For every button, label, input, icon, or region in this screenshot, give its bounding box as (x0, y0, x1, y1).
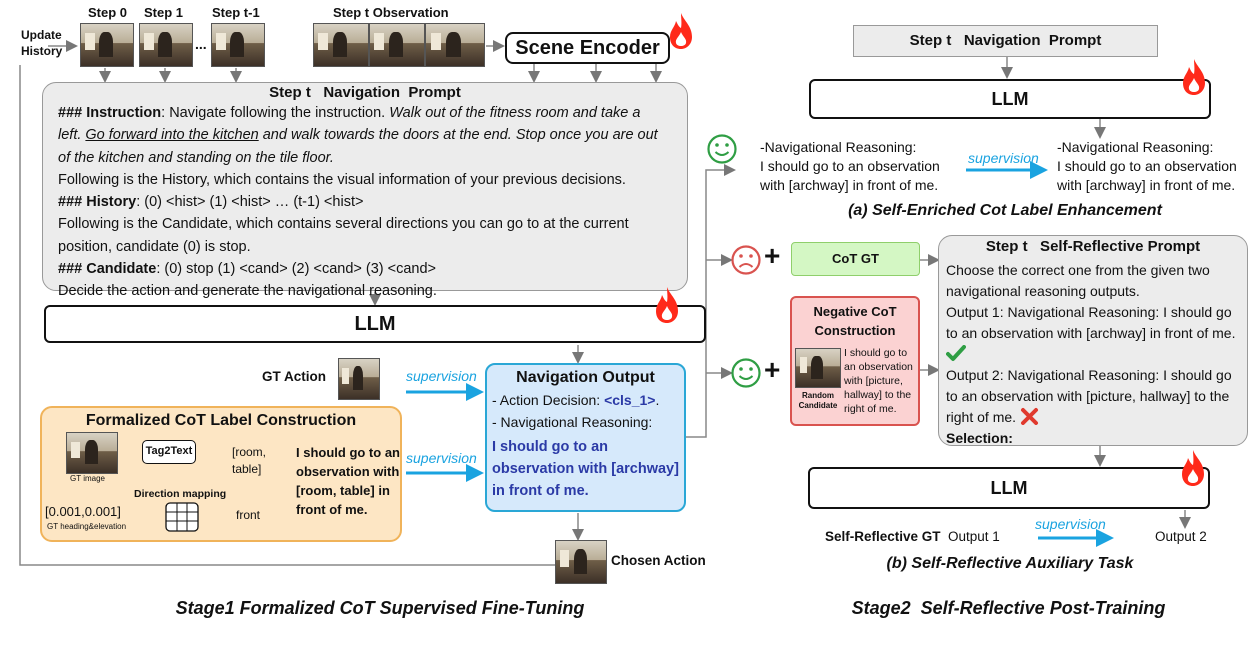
cross-icon (1020, 408, 1038, 425)
stage1-caption: Stage1 Formalized CoT Supervised Fine-Tu… (175, 598, 585, 618)
sad-icon (731, 245, 761, 275)
supervision-label-4: supervision (1035, 516, 1106, 532)
action-decision-line: - Action Decision: <cls_1>. (492, 392, 659, 408)
formalized-cot-output: I should go to an observation with [room… (296, 445, 400, 517)
left-navigational-reasoning: -Navigational Reasoning: I should go to … (760, 139, 940, 193)
candidate-body: : (0) stop (1) <cand> (2) <cand> (3) <ca… (156, 261, 437, 278)
smile-icon (731, 358, 761, 388)
candidate-intro-1: Following is the Candidate, which contai… (58, 216, 629, 233)
random-candidate-label: Random Candidate (798, 391, 838, 410)
action-decision-value: <cls_1> (604, 392, 656, 408)
action-decision-label: - Action Decision: (492, 392, 605, 408)
fire-icon (656, 287, 678, 323)
instruction-text-b: Walk out of the fitness room and take a (389, 105, 641, 121)
fire-icon (670, 13, 692, 49)
formalized-cot-box (40, 406, 402, 542)
supervision-label-2: supervision (406, 450, 477, 466)
history-body: : (0) <hist> (1) <hist> … (t-1) <hist> (136, 194, 364, 211)
sr-intro: Choose the correct one from the given tw… (946, 262, 1210, 299)
chosen-action-image (555, 540, 607, 584)
llm-box-stage1: LLM (44, 305, 706, 343)
llm-box-stage2-top: LLM (809, 79, 1211, 119)
negative-cot-title: Negative CoT Construction (813, 304, 897, 338)
front-label: front (236, 508, 261, 522)
formalized-cot-title: Formalized CoT Label Construction (85, 412, 357, 429)
step-0-image (80, 23, 134, 67)
navigational-reasoning-label: - Navigational Reasoning: (492, 414, 653, 430)
tag2text-box: Tag2Text (142, 440, 196, 464)
step-1-label: Step 1 (144, 5, 184, 20)
self-reflective-prompt-box (938, 235, 1248, 446)
gt-action-image (338, 358, 380, 400)
chosen-action-label: Chosen Action (611, 553, 706, 568)
candidate-intro-2: position, candidate (0) is stop. (58, 238, 251, 255)
ellipsis: ... (195, 36, 207, 52)
smile-icon (707, 134, 737, 164)
navigation-prompt-box (42, 82, 688, 291)
check-icon (946, 345, 966, 361)
self-reflective-gt-label: Self-Reflective GT (825, 529, 941, 544)
navigation-prompt-text: ### Instruction: Navigate following the … (58, 102, 683, 303)
sr-output-1: Output 1: Navigational Reasoning: I shou… (946, 304, 1236, 341)
direction-mapping-label: Direction mapping (134, 488, 227, 500)
gt-image (66, 432, 118, 474)
gt-heading-label: GT heading&elevation (47, 522, 127, 531)
plus-sign-1: + (764, 240, 781, 271)
observation-image-1 (313, 23, 369, 67)
step-t-1-image (211, 23, 265, 67)
step-t-observation-label: Step t Observation (333, 5, 449, 20)
direction-grid-icon (165, 502, 199, 532)
plus-sign-2: + (764, 354, 781, 385)
random-candidate-image (795, 348, 841, 388)
caption-b: (b) Self-Reflective Auxiliary Task (886, 555, 1134, 572)
history-heading: ### History (58, 194, 137, 211)
cot-gt-box: CoT GT (791, 242, 920, 276)
navigation-output-box (485, 363, 686, 512)
observation-image-3 (425, 23, 485, 67)
observation-image-2 (369, 23, 425, 67)
fire-icon (1182, 450, 1204, 486)
step-1-image (139, 23, 193, 67)
gt-action-label: GT Action (262, 369, 326, 384)
history-intro: Following is the History, which contains… (58, 171, 626, 188)
gt-image-label: GT image (70, 474, 105, 483)
sr-selection: Selection: (946, 430, 1013, 446)
action-decision-period: . (655, 392, 660, 408)
instruction-text-c: left. (58, 127, 86, 144)
instruction-text-d: and walk towards the doors at the end. S… (258, 127, 658, 144)
step-0-label: Step 0 (88, 5, 128, 20)
coordinate-value: [0.001,0.001] (45, 504, 121, 519)
tags-output: [room, table] (232, 445, 267, 476)
stage2-caption: Stage2 Self-Reflective Post-Training (851, 598, 1166, 618)
scene-encoder-box: Scene Encoder (505, 32, 670, 64)
candidate-heading: ### Candidate (58, 261, 157, 278)
instruction-heading: ### Instruction (58, 105, 162, 121)
self-reflective-prompt-title: Step t Self-Reflective Prompt (985, 238, 1201, 255)
stage2-navigation-prompt: Step t Navigation Prompt (853, 25, 1158, 57)
update-history-label: Update History (21, 28, 63, 58)
navigation-prompt-title: Step t Navigation Prompt (269, 84, 461, 101)
navigation-output-reasoning: I should go to an observation with [arch… (492, 439, 679, 499)
self-reflective-prompt-text: Choose the correct one from the given tw… (946, 260, 1244, 449)
right-navigational-reasoning: -Navigational Reasoning: I should go to … (1057, 139, 1237, 193)
fire-icon (1183, 59, 1205, 95)
decide-line: Decide the action and generate the navig… (58, 283, 437, 300)
sr-output-2: Output 2: Navigational Reasoning: I shou… (946, 367, 1232, 425)
supervision-label-1: supervision (406, 368, 477, 384)
navigation-output-title: Navigation Output (516, 369, 655, 386)
instruction-underlined: Go forward into the kitchen (85, 127, 259, 144)
output-1-label: Output 1 (948, 529, 1000, 544)
llm-box-stage2-bottom: LLM (808, 467, 1210, 509)
instruction-text-a: : Navigate following the instruction. (161, 105, 390, 121)
negative-cot-text: I should go to an observation with [pict… (844, 347, 913, 415)
caption-a: (a) Self-Enriched Cot Label Enhancement (848, 202, 1162, 219)
step-t-1-label: Step t-1 (212, 5, 260, 20)
instruction-text-e: of the kitchen and standing on the tile … (58, 149, 334, 166)
output-2-label: Output 2 (1155, 529, 1207, 544)
supervision-label-3: supervision (968, 150, 1039, 166)
